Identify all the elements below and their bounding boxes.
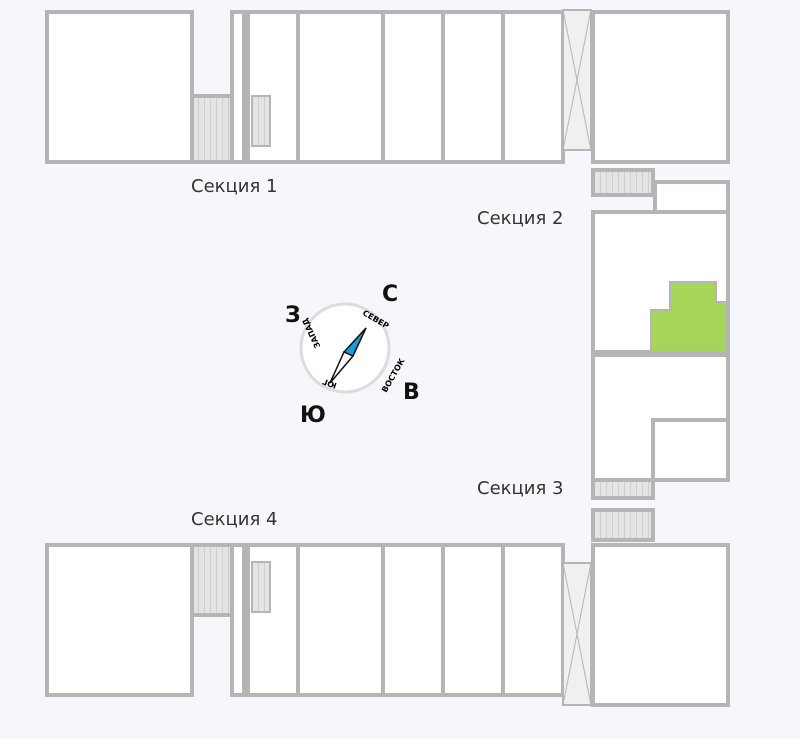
right-wing <box>591 10 730 707</box>
south-label: Ю <box>300 403 326 428</box>
north-label: С <box>382 282 399 307</box>
highlighted-unit[interactable] <box>650 281 728 353</box>
section-3-label: Секция 3 <box>477 478 564 499</box>
compass: СЕВЕР ЗАПАД ВОСТОК ЮГ <box>299 302 407 394</box>
section-4-label: Секция 4 <box>191 509 278 530</box>
top-wing <box>45 9 592 164</box>
needle-south-icon <box>329 351 355 384</box>
west-label: З <box>285 303 301 328</box>
section-1-label: Секция 1 <box>191 176 278 197</box>
section-2-label: Секция 2 <box>477 208 564 229</box>
bottom-wing <box>45 543 592 706</box>
east-label: В <box>403 380 420 405</box>
